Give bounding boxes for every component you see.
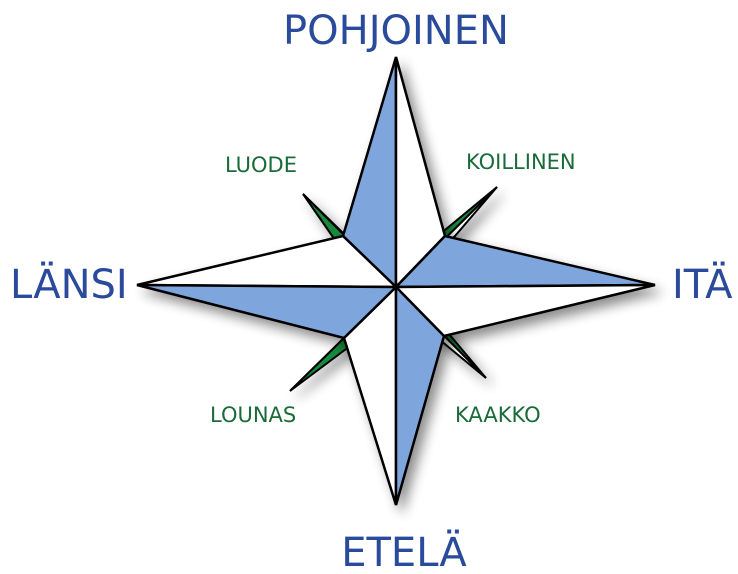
- label-northwest: LUODE: [225, 153, 297, 177]
- label-north: POHJOINEN: [283, 8, 509, 54]
- label-south: ETELÄ: [341, 528, 467, 574]
- cardinal-star: [137, 57, 655, 505]
- label-southeast: KAAKKO: [455, 403, 541, 427]
- label-northeast: KOILLINEN: [466, 150, 576, 174]
- label-west: LÄNSI: [10, 260, 128, 308]
- label-east: ITÄ: [672, 260, 733, 308]
- label-southwest: LOUNAS: [210, 403, 296, 427]
- star-group: [137, 57, 655, 505]
